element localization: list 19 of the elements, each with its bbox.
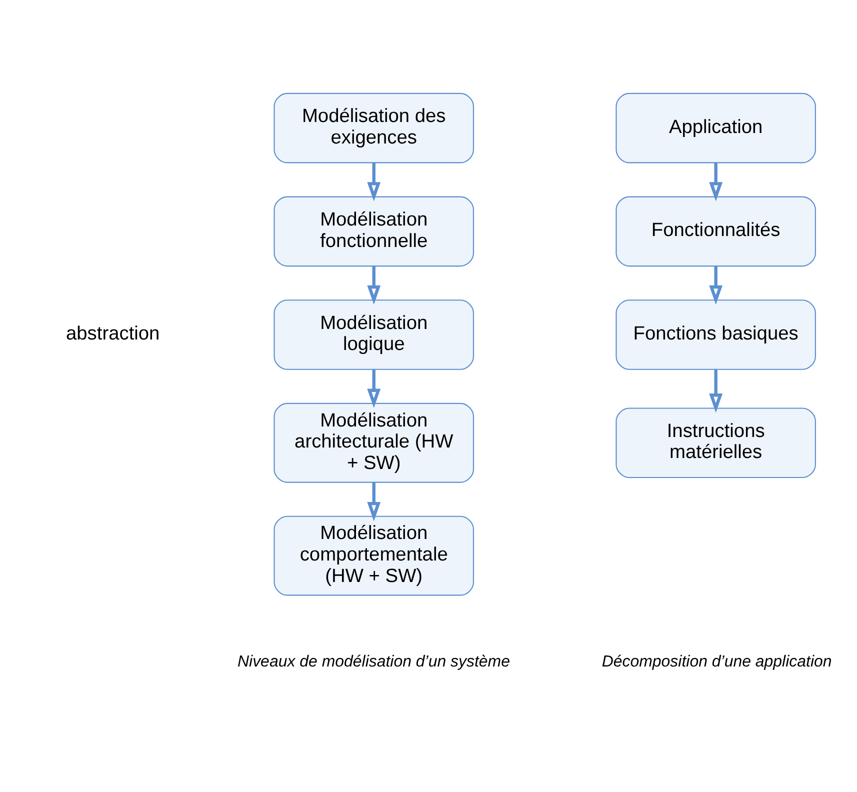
arrow [366,162,380,202]
arrow [708,162,722,202]
arrow [366,482,380,522]
node-box: Modélisation fonctionnelle [273,196,474,267]
label: Décomposition d’une application [601,654,832,671]
arrow [708,266,722,305]
node-box: Instructions matérielles [615,408,816,478]
node-box: Modélisation logique [273,300,474,370]
arrow [366,370,380,408]
label: Niveaux de modélisation d’un système [237,654,510,671]
label: abstraction [66,323,160,344]
arrow [708,370,722,413]
node-box: Modélisation des exigences [273,92,474,164]
node-box: Modélisation comportementale (HW + SW) [273,516,474,596]
node-box: Fonctions basiques [615,300,816,370]
node-box: Modélisation architecturale (HW + SW) [273,402,474,483]
node-box: Fonctionnalités [615,196,816,267]
arrow [366,266,380,305]
node-box: Application [615,92,816,164]
